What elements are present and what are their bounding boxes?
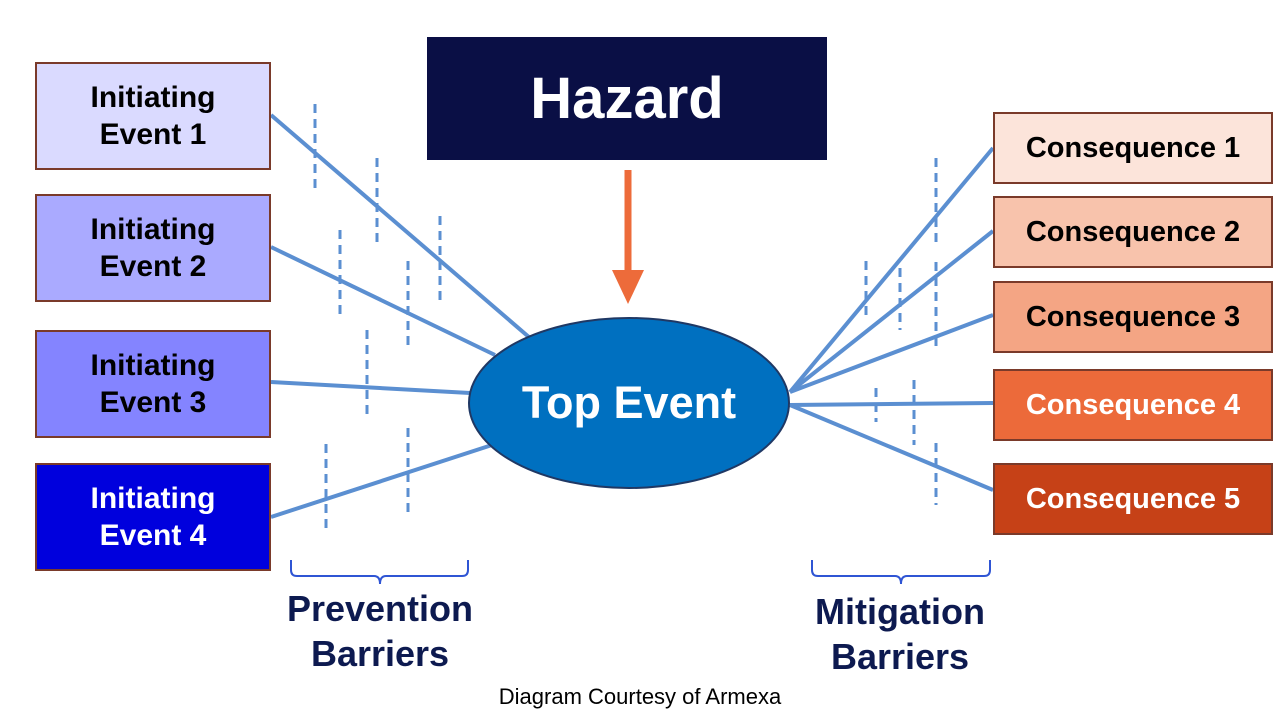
connector-initiating-4: [270, 443, 493, 519]
consequence-label: Consequence 3: [1025, 300, 1241, 333]
connector-consequence-2: [788, 229, 995, 394]
hazard-label: Hazard: [530, 66, 724, 131]
consequence-label: Consequence 4: [1025, 388, 1241, 421]
connector-initiating-3: [270, 380, 471, 395]
connector-consequence-1: [788, 146, 995, 394]
consequence-1: Consequence 1: [993, 112, 1273, 184]
prevention-barrier-marks: [313, 104, 442, 534]
hazard-box: Hazard: [427, 37, 827, 160]
consequence-label: Consequence 2: [1025, 215, 1241, 248]
mitigation-barriers-label: Mitigation Barriers: [815, 591, 985, 677]
initiating-event-1: Initiating Event 1: [35, 62, 271, 170]
consequence-label: Consequence 5: [1025, 482, 1241, 515]
initiating-event-label: Initiating Event 2: [90, 212, 216, 284]
initiating-event-2: Initiating Event 2: [35, 194, 271, 302]
connector-consequence-4: [789, 401, 994, 407]
consequence-5: Consequence 5: [993, 463, 1273, 535]
prevention-brace: [290, 560, 469, 585]
initiating-event-label: Initiating Event 4: [90, 481, 216, 553]
top-event-node: Top Event: [470, 318, 788, 488]
consequence-4: Consequence 4: [993, 369, 1273, 441]
hazard-arrow-head: [612, 270, 644, 304]
diagram-credit: Diagram Courtesy of Armexa: [498, 684, 782, 709]
consequence-2: Consequence 2: [993, 196, 1273, 268]
initiating-event-label: Initiating Event 1: [90, 80, 216, 152]
prevention-barriers-label: Prevention Barriers: [286, 588, 474, 674]
initiating-event-label: Initiating Event 3: [90, 348, 216, 420]
top-event-label: Top Event: [521, 377, 737, 428]
consequence-3: Consequence 3: [993, 281, 1273, 353]
mitigation-brace: [811, 560, 991, 585]
connector-consequence-3: [789, 313, 994, 394]
connector-initiating-2: [270, 245, 496, 357]
connector-consequence-5: [789, 403, 994, 492]
initiating-event-3: Initiating Event 3: [35, 330, 271, 438]
consequence-label: Consequence 1: [1025, 131, 1241, 164]
top-event-shape: [468, 317, 790, 489]
initiating-event-4: Initiating Event 4: [35, 463, 271, 571]
mitigation-barrier-marks: [864, 158, 938, 505]
